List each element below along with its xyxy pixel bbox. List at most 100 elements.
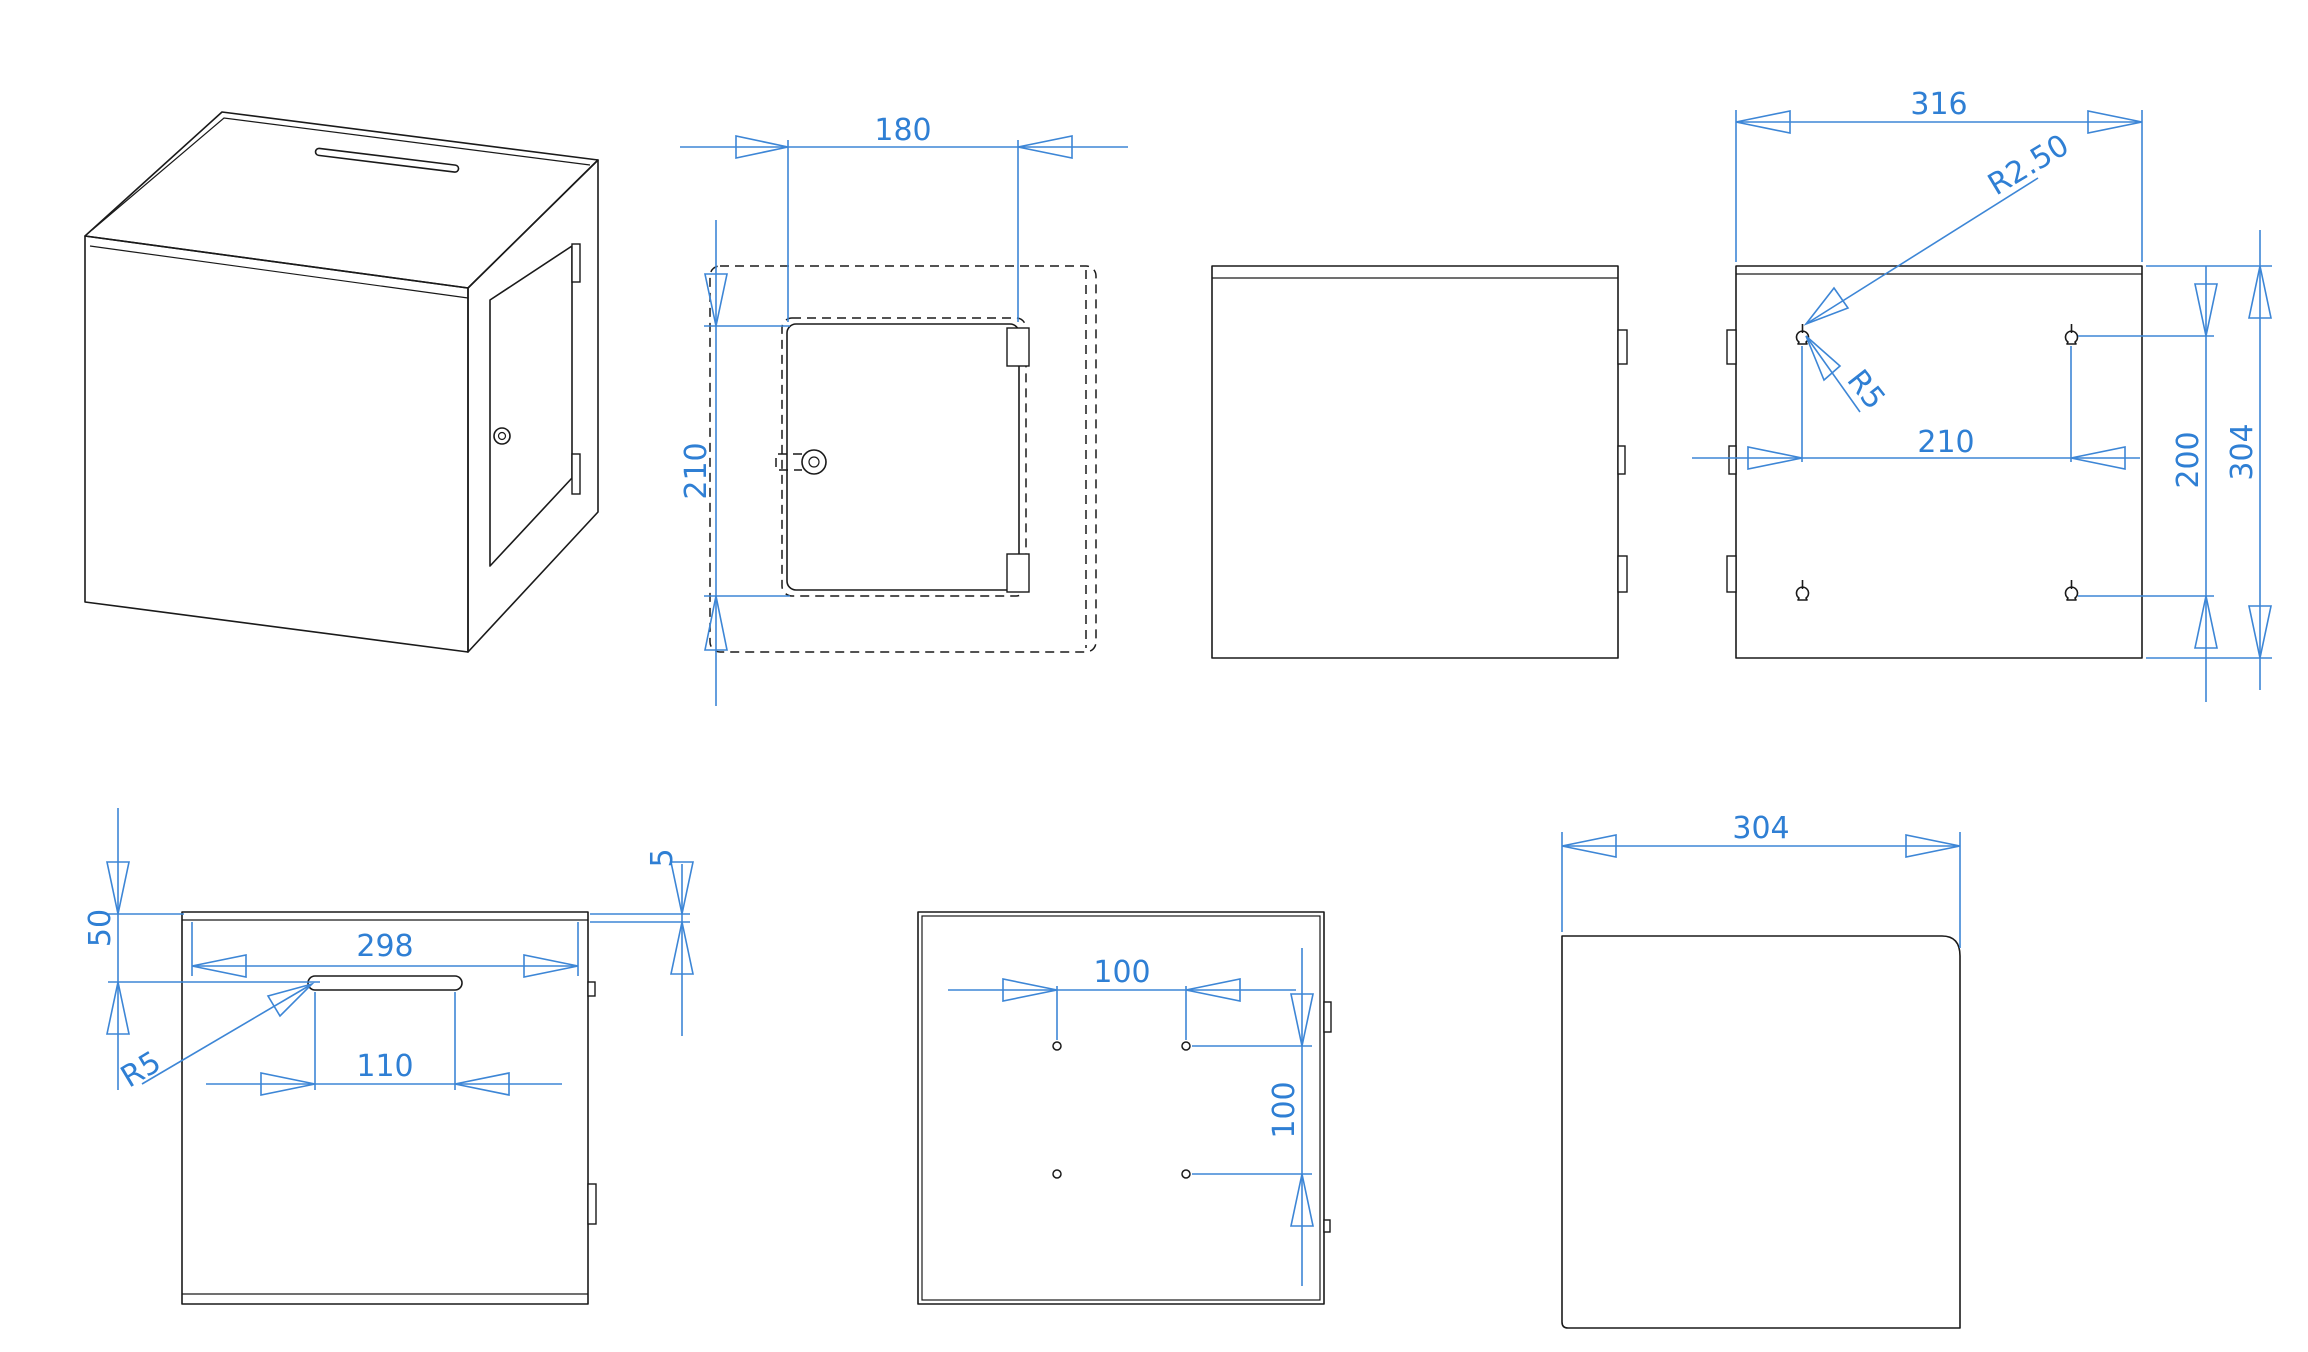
- dim-front-width-arrow-right: [1017, 135, 1073, 159]
- dim-top-lip-arrow-bottom: [670, 921, 694, 975]
- back-hinge-top: [1726, 329, 1737, 365]
- dim-bottom-h-arrow-right: [1185, 978, 1241, 1002]
- dim-side-depth: 304: [1732, 811, 1789, 846]
- iso-door: [489, 245, 573, 567]
- bottom-outline: [917, 911, 1325, 1305]
- bottom-dimensions: 100 100: [948, 948, 1314, 1286]
- iso-lock: [493, 427, 511, 445]
- side-view: [1211, 265, 1628, 659]
- top-view: [181, 911, 597, 1305]
- iso-coin-slot: [314, 147, 460, 173]
- dim-front-height-arrow-top: [704, 273, 728, 327]
- dim-hole-spacing-v: 200: [2171, 431, 2206, 488]
- top-coin-slot: [307, 975, 463, 991]
- keyhole-bottom-right: [2064, 580, 2079, 601]
- back-dimensions: 316 R2.50 R5 210 200 304: [1692, 87, 2272, 702]
- front-lock-cam: [775, 453, 802, 471]
- dim-top-margin-arrow-bottom: [106, 981, 130, 1035]
- iso-hinge-bottom: [571, 453, 581, 495]
- front-view: [709, 265, 1097, 653]
- dim-front-width-arrow-left: [735, 135, 789, 159]
- dim-radius-large: R5: [1840, 363, 1892, 416]
- bottom-hole-top-left: [1052, 1041, 1062, 1051]
- dim-side-depth-arrow-right: [1905, 834, 1961, 858]
- dim-top-margin: 50: [83, 909, 118, 947]
- dim-bottom-hole-spacing-h: 100: [1093, 955, 1150, 990]
- dim-radius-small-leader: [1805, 177, 2039, 325]
- profile-outline: [1561, 935, 1961, 1329]
- front-lock: [801, 449, 827, 475]
- iso-top-face: [84, 111, 599, 289]
- dim-slot-radius-arrow: [266, 982, 315, 1018]
- dim-top-lip-arrow-top: [670, 861, 694, 915]
- dim-slot-radius-leader: [141, 983, 313, 1085]
- dim-side-depth-arrow-left: [1561, 834, 1617, 858]
- iso-front-face: [84, 235, 469, 653]
- side-outline: [1211, 265, 1619, 659]
- dim-hole-h-arrow-right: [2070, 446, 2126, 470]
- dim-hole-spacing-h: 210: [1917, 425, 1974, 460]
- front-door-frame: [781, 317, 1027, 597]
- dim-hole-v-arrow-bottom: [2194, 595, 2218, 649]
- dim-slot-length-arrow-right: [454, 1072, 510, 1096]
- front-door-panel: [786, 323, 1020, 591]
- back-outline: [1735, 265, 2143, 659]
- iso-top-edge-highlight: [91, 117, 591, 231]
- dim-bottom-v-arrow-top: [1290, 993, 1314, 1047]
- dim-front-height-arrow-bottom: [704, 595, 728, 651]
- dim-back-width-arrow-left: [1735, 110, 1791, 134]
- bottom-inner-outline: [921, 915, 1321, 1301]
- front-hinge-bottom: [1006, 553, 1030, 593]
- dim-back-height-arrow-top: [2248, 265, 2272, 319]
- bottom-hinge-top: [1323, 1001, 1332, 1033]
- dim-hole-h-arrow-left: [1747, 446, 1803, 470]
- dim-bottom-hole-spacing-v: 100: [1267, 1081, 1302, 1138]
- dim-top-margin-arrow-top: [106, 861, 130, 915]
- front-hinge-top: [1006, 327, 1030, 367]
- front-outline: [709, 265, 1097, 653]
- dim-hole-v-arrow-top: [2194, 283, 2218, 337]
- bottom-hole-bottom-right: [1181, 1169, 1191, 1179]
- dim-back-height: 304: [2225, 423, 2260, 480]
- dim-radius-small-arrow: [1803, 286, 1850, 326]
- dim-front-width: 180: [874, 113, 931, 148]
- dim-bottom-h-arrow-left: [1002, 978, 1058, 1002]
- dim-radius-large-arrow: [1805, 335, 1842, 382]
- back-view: [1726, 265, 2143, 659]
- keyhole-bottom-left: [1795, 580, 1810, 601]
- front-dimensions: 180 210: [679, 113, 1128, 706]
- dim-front-height: 210: [679, 442, 714, 499]
- dim-bottom-v-arrow-bottom: [1290, 1173, 1314, 1227]
- dim-slot-length-arrow-left: [260, 1072, 316, 1096]
- dim-top-lip: 5: [645, 848, 680, 867]
- side-lock-knob: [1617, 445, 1626, 475]
- dim-top-width-arrow-right: [523, 954, 579, 978]
- dim-top-width-arrow-left: [191, 954, 247, 978]
- bottom-hole-bottom-left: [1052, 1169, 1062, 1179]
- dim-radius-large-leader: [1805, 335, 1861, 413]
- back-lock-knob: [1728, 445, 1737, 475]
- profile-view: [1561, 935, 1961, 1329]
- bottom-lock-knob: [1323, 1219, 1331, 1233]
- keyhole-top-left: [1795, 324, 1810, 345]
- dim-top-width: 298: [356, 929, 413, 964]
- dim-slot-length: 110: [356, 1049, 413, 1084]
- dim-radius-small: R2.50: [1982, 128, 2075, 203]
- top-hinge-bottom: [587, 1183, 597, 1225]
- dim-back-width: 316: [1910, 87, 1967, 122]
- side-hinge-top: [1617, 329, 1628, 365]
- isometric-view: [84, 111, 599, 653]
- iso-front-fillet-line: [89, 245, 469, 299]
- bottom-view: [917, 911, 1332, 1305]
- profile-dimensions: 304: [1561, 811, 1961, 948]
- back-hinge-bottom: [1726, 555, 1737, 593]
- iso-lock-core: [497, 431, 507, 441]
- dim-back-height-arrow-bottom: [2248, 605, 2272, 659]
- bottom-hole-top-right: [1181, 1041, 1191, 1051]
- dim-back-width-arrow-right: [2087, 110, 2143, 134]
- dim-slot-radius: R5: [115, 1045, 167, 1096]
- top-outline: [181, 911, 589, 1305]
- iso-side-face: [467, 159, 599, 653]
- front-lock-core: [808, 456, 820, 468]
